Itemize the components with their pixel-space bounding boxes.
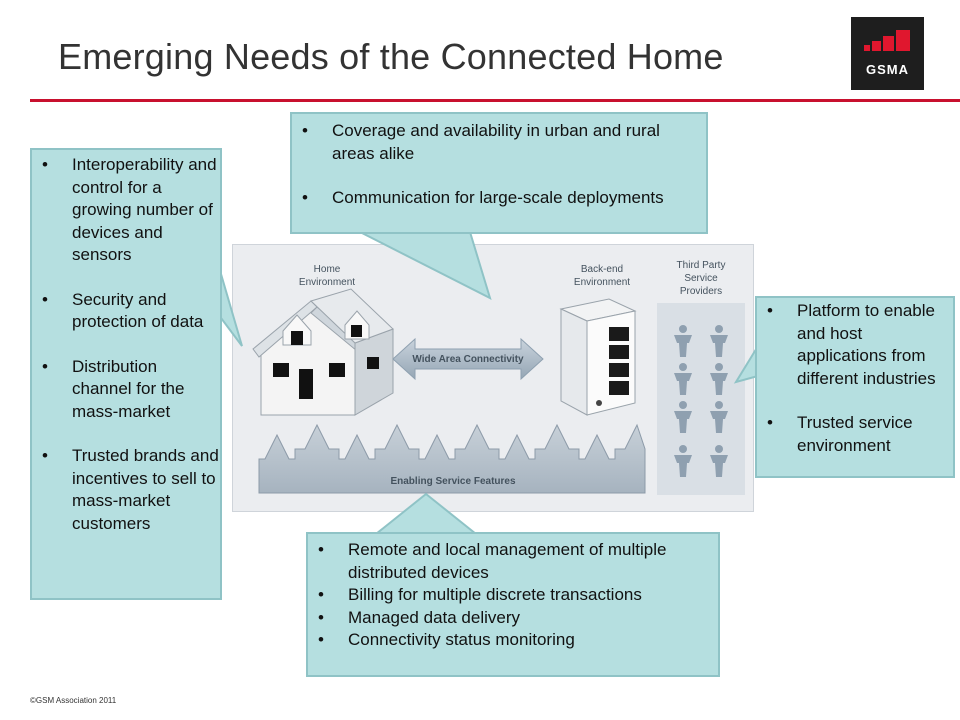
house-icon [252,288,394,416]
third-party-panel [657,303,745,495]
callout-left-item: Security and protection of data [32,289,220,334]
backend-environment-label: Back-end Environment [573,264,631,288]
wan-arrow [392,337,544,381]
callout-bottom-item: Billing for multiple discrete transactio… [308,584,718,607]
callout-right-item: Trusted service environment [757,412,953,457]
home-environment-label: Home Environment [298,264,356,288]
people-icons [674,325,728,477]
title-rule [30,99,960,102]
diagram-graphics [252,288,745,495]
enabling-features-label: Enabling Service Features [390,476,516,487]
callout-left: Interoperability and control for a growi… [30,148,222,600]
callout-right-item: Platform to enable and host applications… [757,300,953,390]
callout-left-item: Interoperability and control for a growi… [32,154,220,267]
callout-bottom-item: Managed data delivery [308,607,718,630]
callout-right: Platform to enable and host applications… [755,296,955,478]
server-icon [559,298,637,416]
logo-wordmark: GSMA [866,62,909,77]
enabling-features-shape [258,423,646,494]
callout-bottom-item: Remote and local management of multiple … [308,539,718,584]
callout-top-item: Coverage and availability in urban and r… [292,120,706,165]
gsma-logo: GSMA [851,17,924,90]
callout-left-item: Trusted brands and incentives to sell to… [32,445,220,535]
callout-bottom: Remote and local management of multiple … [306,532,720,677]
copyright-footer: ©GSM Association 2011 [30,696,117,705]
callout-top: Coverage and availability in urban and r… [290,112,708,234]
callout-left-item: Distribution channel for the mass-market [32,356,220,424]
connected-home-diagram: Home Environment Back-end Environment Th… [232,244,754,512]
third-party-label: Third Party Service Providers [676,260,726,297]
callout-bottom-item: Connectivity status monitoring [308,629,718,652]
callout-top-item: Communication for large-scale deployment… [292,187,706,210]
slide-title: Emerging Needs of the Connected Home [58,36,724,77]
wan-label: Wide Area Connectivity [412,354,524,365]
